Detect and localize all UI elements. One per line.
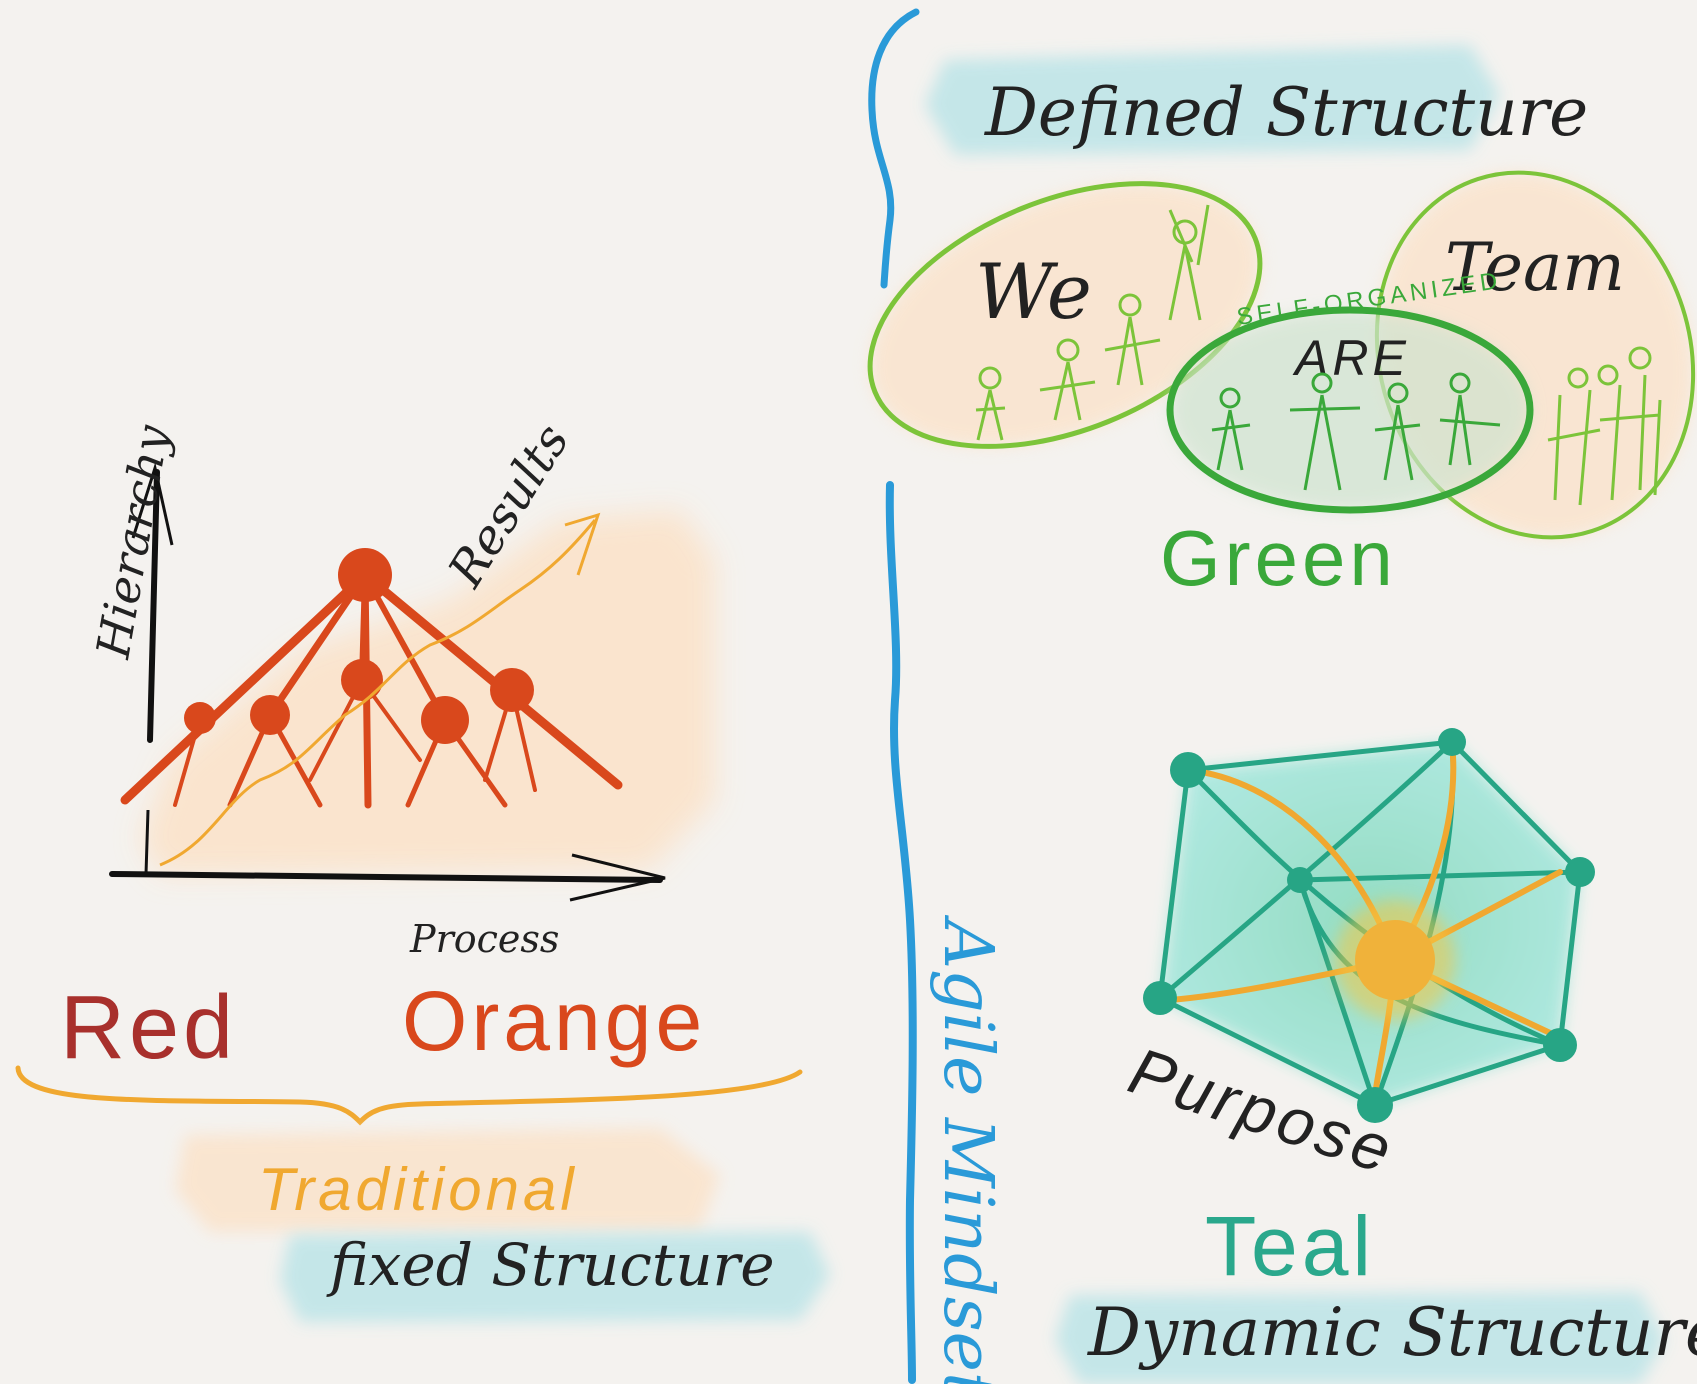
crowd-icon	[1547, 346, 1662, 506]
divider-line-bottom	[885, 481, 917, 1384]
we-ellipse-wash	[870, 183, 1260, 447]
x-axis-arrow	[569, 853, 666, 902]
network-node	[1565, 857, 1595, 887]
org-node	[184, 702, 216, 734]
defined-structure-wash	[925, 45, 1500, 155]
network-node	[1543, 1028, 1577, 1062]
color-label-orange: Orange	[402, 974, 706, 1068]
org-nodes	[184, 548, 534, 744]
axis-tick	[144, 809, 150, 875]
x-axis-line	[109, 871, 663, 883]
color-label-green: Green	[1160, 514, 1397, 602]
traditional-brace	[15, 1065, 803, 1126]
are-ellipse-fill	[1170, 310, 1530, 510]
y-axis-label: Hierarchy	[85, 420, 179, 663]
org-node	[490, 668, 534, 712]
org-node	[250, 695, 290, 735]
fixed-structure-wash	[280, 1232, 830, 1322]
are-label: ARE	[1292, 330, 1410, 386]
people-icon	[975, 204, 1210, 441]
people-icon	[1211, 372, 1501, 491]
defined-structure-label: Defined Structure	[984, 74, 1588, 151]
network-node	[1438, 728, 1466, 756]
are-group: SELF-ORGANIZED ARE	[1166, 267, 1534, 514]
network-node	[1143, 981, 1177, 1015]
agile-mindset-label: Agile Mindset	[928, 914, 1007, 1384]
hierarchy-chart: Hierarchy Results Process	[85, 415, 715, 961]
network-node	[1357, 1087, 1393, 1123]
team-label: Team	[1445, 229, 1625, 306]
results-trend-arrow	[564, 512, 601, 576]
traditional-label: Traditional	[258, 1156, 578, 1223]
network-node	[1170, 752, 1206, 788]
we-group: We	[867, 181, 1263, 449]
network-nodes	[1143, 728, 1595, 1123]
x-axis-label: Process	[409, 917, 559, 961]
divider-line-top	[868, 8, 920, 289]
y-axis-arrow	[131, 462, 174, 546]
purpose-core	[1355, 920, 1435, 1000]
color-label-red: Red	[60, 978, 237, 1078]
are-ellipse	[1166, 306, 1534, 514]
dynamic-structure-label: Dynamic Structure	[1087, 1294, 1697, 1371]
teal-network	[1143, 728, 1595, 1123]
we-label: We	[975, 247, 1092, 336]
traditional-wash	[175, 1128, 720, 1232]
org-node	[421, 696, 469, 744]
dynamic-structure-wash	[1055, 1292, 1665, 1384]
network-edges	[1157, 739, 1583, 1108]
fixed-structure-label: fixed Structure	[326, 1231, 775, 1299]
results-trend-line	[159, 519, 597, 867]
network-node	[1287, 867, 1313, 893]
org-node	[341, 659, 383, 701]
y-axis-line	[147, 469, 160, 743]
color-label-teal: Teal	[1205, 1199, 1375, 1293]
org-node-top	[338, 548, 392, 602]
we-ellipse	[867, 181, 1263, 449]
